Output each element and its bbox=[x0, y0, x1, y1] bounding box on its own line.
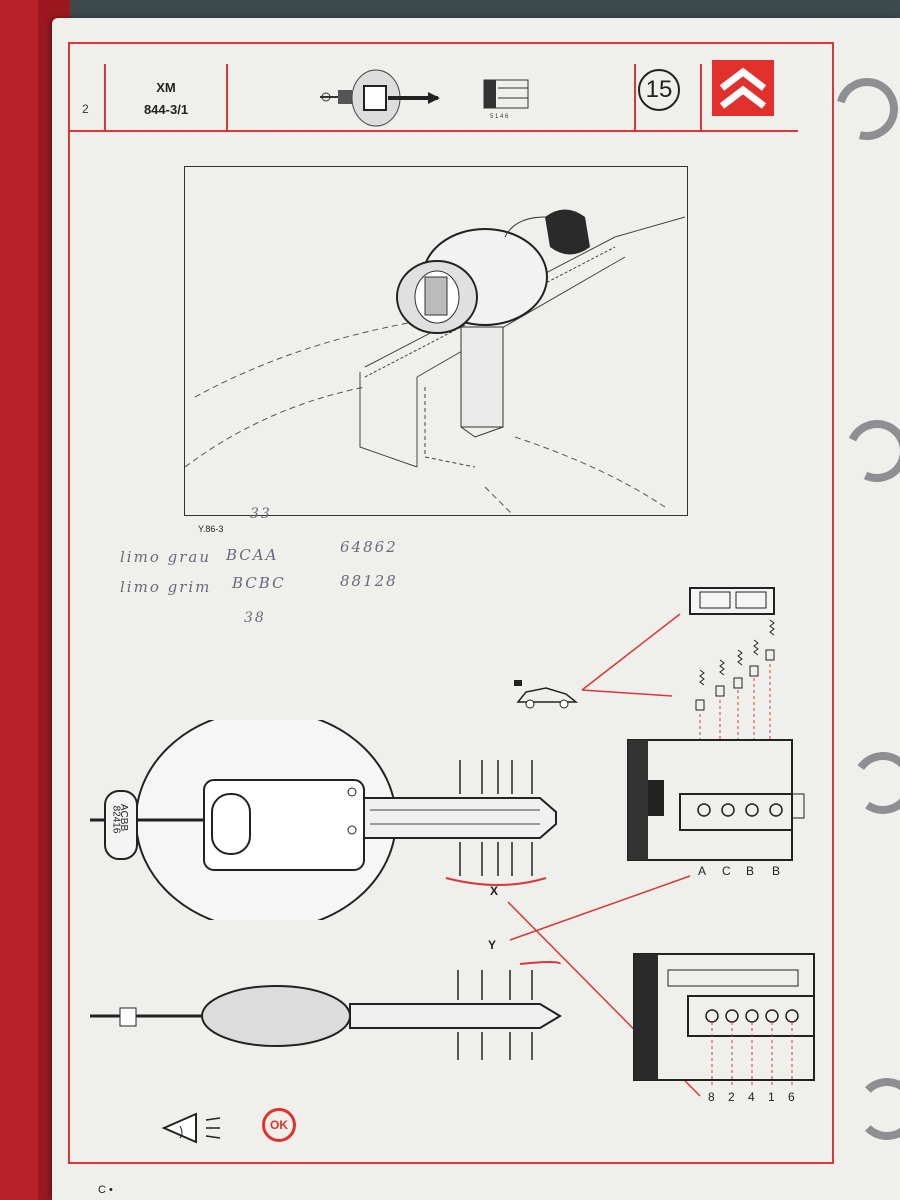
handwritten-line2-value: 88128 bbox=[340, 572, 398, 590]
handwritten-line1-text: limo grau bbox=[120, 548, 211, 566]
corner-mark: C • bbox=[98, 1184, 113, 1196]
double-chevron-icon bbox=[719, 67, 767, 109]
handwritten-number: 33 bbox=[250, 506, 272, 522]
key-tag-code: ACBB bbox=[118, 803, 130, 832]
car-icon bbox=[514, 680, 579, 709]
position-label: 1 bbox=[768, 1090, 775, 1104]
page-header: 2 XM 844-3/1 5 1 4 6 bbox=[70, 64, 798, 132]
section-number: 15 bbox=[638, 69, 680, 111]
page-number: 2 bbox=[82, 102, 89, 116]
position-label: A bbox=[698, 864, 707, 878]
position-label: 8 bbox=[708, 1090, 715, 1104]
page-frame bbox=[68, 42, 834, 1164]
position-label: 6 bbox=[788, 1090, 795, 1104]
position-label: B bbox=[772, 864, 781, 878]
handwritten-line2-text: limo grim bbox=[120, 578, 212, 596]
handwritten-line2-code: BCBC bbox=[232, 574, 286, 592]
lock-cylinder-drawing bbox=[184, 209, 686, 518]
handwritten-line1-code: BCAA bbox=[226, 546, 279, 564]
reference-number: 844-3/1 bbox=[143, 102, 189, 117]
position-label: 4 bbox=[748, 1090, 755, 1104]
label-x: X bbox=[490, 884, 499, 898]
lock-body-bottom bbox=[633, 953, 815, 1086]
lock-assembly-illustration bbox=[184, 166, 688, 518]
ok-icon: OK bbox=[262, 1108, 296, 1142]
position-label: 2 bbox=[728, 1090, 735, 1104]
figure-code: Y.86-3 bbox=[198, 524, 224, 534]
key-tag bbox=[104, 790, 138, 860]
handwritten-number: 38 bbox=[244, 610, 266, 626]
header-cell-illustration: 5 1 4 6 bbox=[228, 64, 636, 130]
model-name: XM bbox=[156, 80, 176, 95]
key-large-drawing bbox=[90, 720, 557, 920]
key-small-drawing bbox=[90, 961, 562, 1060]
lubricate-icon bbox=[161, 1112, 221, 1144]
binder-ring bbox=[856, 1078, 900, 1140]
citroen-logo bbox=[712, 60, 774, 116]
header-lock-illustration: 5 1 4 6 bbox=[320, 69, 529, 127]
label-y: Y bbox=[488, 938, 497, 952]
header-cell-page: 2 bbox=[70, 64, 106, 130]
header-cell-model: XM 844-3/1 bbox=[106, 64, 228, 130]
lock-exploded-view bbox=[627, 587, 805, 861]
handwritten-line1-value: 64862 bbox=[340, 538, 398, 556]
svg-text:5 1 4 6: 5 1 4 6 bbox=[490, 114, 509, 120]
position-label: C bbox=[722, 864, 731, 878]
position-label: B bbox=[746, 864, 755, 878]
header-cell-section bbox=[636, 64, 702, 130]
